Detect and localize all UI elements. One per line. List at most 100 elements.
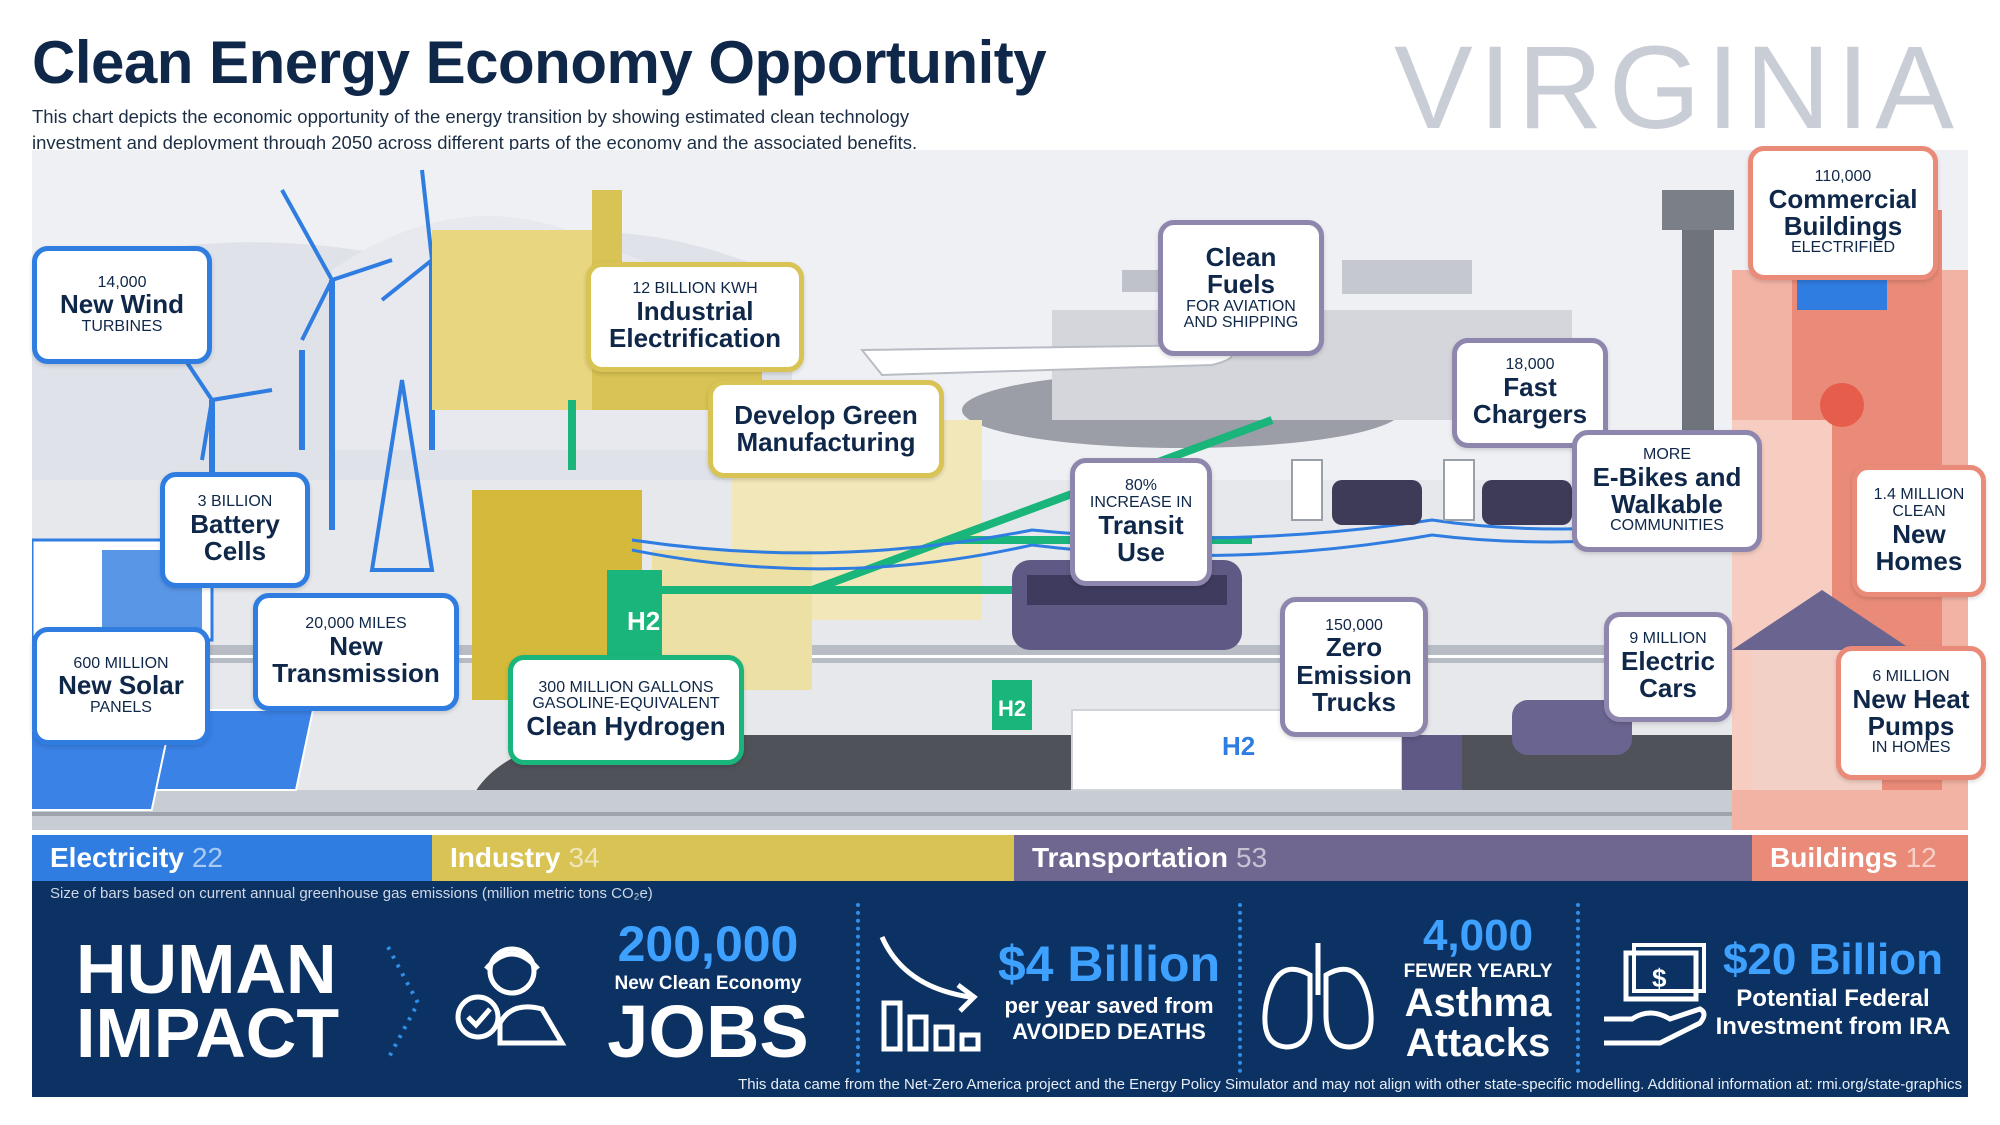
callout-clean-new-homes: 1.4 MILLION CLEAN New Homes: [1852, 465, 1986, 597]
callout-label: Clean Hydrogen: [526, 711, 726, 742]
callout-label: Buildings: [1783, 211, 1903, 241]
callout-label: Trucks: [1312, 687, 1396, 718]
callout-label: Cars: [1639, 673, 1697, 704]
callout-ebikes-walkable: MORE E-Bikes and Walkable COMMUNITIES: [1572, 430, 1762, 552]
callout-fast-chargers: 18,000 Fast Chargers: [1452, 338, 1608, 448]
heading-line-1: HUMAN: [76, 930, 337, 1008]
sector-value: 53: [1236, 842, 1268, 873]
callout-label: Use: [1117, 536, 1165, 567]
callout-sub: ELECTRIFIED: [1790, 239, 1895, 257]
callout-number: MORE: [1643, 445, 1691, 463]
asthma-number: 4,000: [1422, 911, 1534, 960]
callout-number: 150,000: [1325, 616, 1383, 634]
deaths-number: $4 Billion: [997, 936, 1221, 992]
sector-name: Buildings: [1770, 842, 1898, 873]
deaths-label-1: per year saved from: [1004, 993, 1214, 1018]
callout-label: Zero: [1325, 632, 1383, 663]
worker-icon: [455, 946, 567, 1046]
callout-new-transmission: 20,000 MILES New Transmission: [253, 593, 459, 711]
sector-value: 34: [568, 842, 600, 873]
sector-name: Industry: [450, 842, 561, 873]
sector-name: Electricity: [50, 842, 184, 873]
callout-label: Homes: [1875, 545, 1963, 576]
callout-label: Electric: [1621, 646, 1715, 677]
callout-number: 110,000: [1814, 167, 1872, 185]
ira-label-2: Investment from IRA: [1715, 1013, 1951, 1040]
page-subtitle: This chart depicts the economic opportun…: [32, 104, 1112, 156]
sector-value: 22: [191, 842, 224, 873]
callout-sub: AND SHIPPING: [1183, 314, 1299, 332]
callout-label: New Solar: [58, 670, 184, 701]
callout-label: New Wind: [60, 289, 184, 320]
h2-pump-label: H2: [998, 696, 1026, 721]
callout-number: 80%: [1124, 476, 1158, 494]
callout-sub: CLEAN: [1892, 502, 1946, 520]
callout-sub: FOR AVIATION: [1186, 297, 1296, 315]
subtitle-line-2: investment and deployment through 2050 a…: [32, 132, 918, 153]
callout-commercial-buildings: 110,000 Commercial Buildings ELECTRIFIED: [1748, 146, 1938, 280]
callout-label: Electrification: [609, 323, 781, 354]
callout-number: 600 MILLION: [73, 654, 169, 672]
callout-new-solar: 600 MILLION New Solar PANELS: [32, 627, 210, 745]
callout-sub: PANELS: [90, 698, 152, 716]
callout-sub: GASOLINE-EQUIVALENT: [532, 695, 720, 713]
callout-label: New Heat: [1852, 683, 1970, 714]
callout-label: Fuels: [1207, 269, 1275, 300]
callout-transit-use: 80% INCREASE IN Transit Use: [1070, 458, 1212, 586]
callout-label: New: [1892, 518, 1946, 549]
callout-label: Emission: [1296, 659, 1412, 690]
callout-label: Cells: [203, 536, 267, 567]
jobs-label: New Clean Economy: [614, 973, 802, 994]
callout-label: Battery: [190, 509, 280, 540]
callout-label: Transmission: [272, 658, 440, 689]
subtitle-line-1: This chart depicts the economic opportun…: [32, 106, 910, 127]
callout-label: New: [329, 631, 383, 662]
callout-label: Fast: [1503, 372, 1557, 403]
sector-name: Transportation: [1032, 842, 1229, 873]
impact-divider: [856, 903, 860, 1073]
chevron-divider-icon: [386, 946, 421, 1060]
callout-clean-fuels: Clean Fuels FOR AVIATION AND SHIPPING: [1158, 220, 1324, 356]
jobs-stat: 200,000 New Clean Economy JOBS: [580, 915, 836, 1069]
callout-label: Manufacturing: [736, 427, 916, 457]
svg-text:$: $: [1652, 963, 1667, 993]
callout-number: 18,000: [1505, 356, 1555, 374]
bars-note: Size of bars based on current annual gre…: [50, 885, 653, 902]
callout-number: 6 MILLION: [1872, 667, 1950, 685]
avoided-deaths-stat: $4 Billion per year saved from AVOIDED D…: [984, 935, 1234, 1045]
data-source-footer: This data came from the Net-Zero America…: [738, 1076, 1962, 1093]
callout-label: Pumps: [1867, 711, 1955, 741]
callout-label: Commercial: [1768, 183, 1918, 214]
callout-label: Walkable: [1611, 489, 1723, 519]
asthma-big-2: Attacks: [1405, 1021, 1551, 1065]
callout-number: 3 BILLION: [197, 493, 273, 511]
callout-label: Clean: [1205, 241, 1277, 272]
callout-sub: TURBINES: [81, 317, 163, 335]
callout-zero-emission-trucks: 150,000 Zero Emission Trucks: [1280, 597, 1428, 737]
callout-number: 12 BILLION KWH: [632, 280, 758, 298]
impact-divider: [1238, 903, 1242, 1073]
impact-divider: [1576, 903, 1580, 1073]
callout-label: E-Bikes and: [1592, 461, 1742, 492]
callout-label: Industrial: [636, 296, 754, 327]
deaths-label-2: AVOIDED DEATHS: [1012, 1019, 1206, 1044]
callout-clean-hydrogen: 300 MILLION GALLONS GASOLINE-EQUIVALENT …: [508, 655, 744, 765]
h2-plant-label: H2: [627, 606, 660, 636]
jobs-big: JOBS: [607, 990, 809, 1073]
callout-label: Develop Green: [734, 399, 918, 430]
callout-electric-cars: 9 MILLION Electric Cars: [1604, 612, 1732, 722]
ira-stat: $20 Billion Potential Federal Investment…: [1708, 935, 1958, 1041]
truck-h2-label: H2: [1222, 731, 1255, 761]
asthma-big-1: Asthma: [1404, 981, 1552, 1025]
callout-number: 9 MILLION: [1629, 630, 1707, 648]
callout-industrial-electrification: 12 BILLION KWH Industrial Electrificatio…: [586, 262, 804, 372]
callout-sub: IN HOMES: [1871, 739, 1951, 757]
asthma-label: FEWER YEARLY: [1403, 961, 1553, 982]
callout-sub: COMMUNITIES: [1610, 517, 1724, 535]
declining-chart-icon: [879, 935, 981, 1052]
callout-heat-pumps: 6 MILLION New Heat Pumps IN HOMES: [1836, 646, 1986, 780]
sector-value: 12: [1905, 842, 1937, 873]
